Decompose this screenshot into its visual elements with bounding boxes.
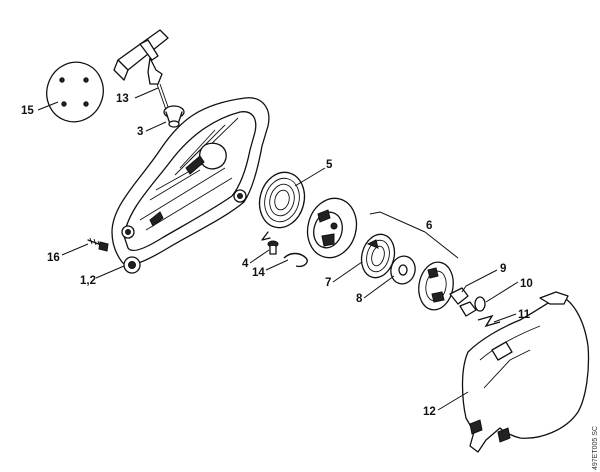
callout-6: 6: [426, 220, 432, 232]
callout-4: 4: [242, 258, 249, 270]
leader-lines: [37, 87, 519, 411]
callout-labels: 15 13 3 5 6 16 4 14 1,2 7 8 9 10 11 12: [21, 93, 533, 418]
part-15-cover-plate: [46, 61, 104, 123]
part-8-washer: [390, 255, 416, 285]
drawing-code: 497ET005 SC: [592, 426, 599, 470]
callout-9: 9: [500, 263, 506, 275]
callout-15: 15: [21, 105, 34, 117]
callout-12: 12: [423, 406, 436, 418]
callout-13: 13: [116, 93, 129, 105]
part-3-rope-guide: [163, 105, 185, 128]
part-9-pawls: [449, 287, 477, 317]
part-rope-rotor: [306, 197, 358, 259]
callout-14: 14: [252, 267, 265, 279]
callout-5: 5: [326, 159, 333, 171]
callout-7: 7: [325, 277, 331, 289]
part-7-spring: [360, 233, 396, 279]
part-10-ring: [474, 296, 486, 312]
callout-8: 8: [356, 293, 363, 305]
part-5-rewind-spring: [258, 171, 306, 241]
callout-11: 11: [518, 309, 531, 321]
callout-10: 10: [520, 278, 533, 290]
part-12-shroud: [461, 291, 590, 453]
part-pawl-carrier: [418, 261, 454, 311]
part-4-pin: [267, 240, 279, 255]
part-16-screw: [87, 237, 109, 252]
callout-3: 3: [137, 126, 143, 138]
part-14-clip: [283, 252, 308, 268]
callout-1-2: 1,2: [80, 275, 96, 287]
part-1-2-fan-housing: [111, 97, 270, 274]
callout-16: 16: [47, 252, 60, 264]
part-11-clip: [477, 314, 501, 328]
